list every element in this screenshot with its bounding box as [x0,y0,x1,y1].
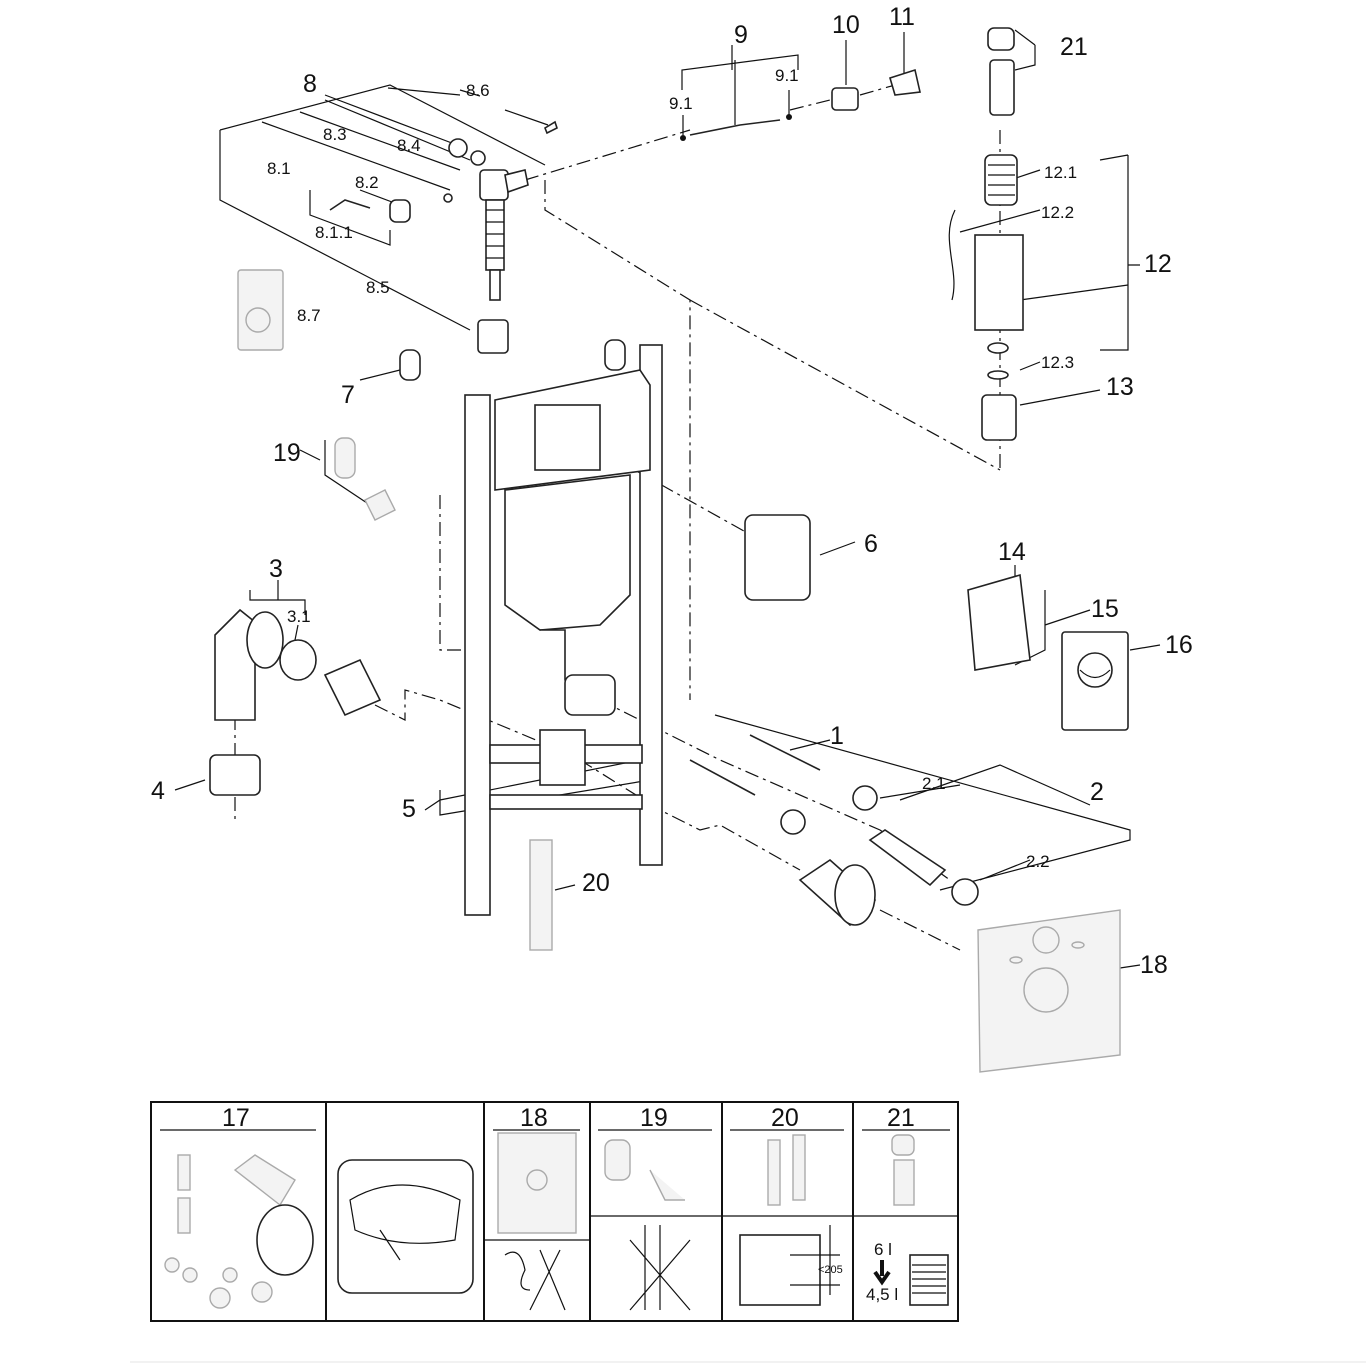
installation-frame [399,339,663,916]
parts-bag-icon [237,269,284,351]
callout-14: 14 [998,538,1026,566]
callout-7: 7 [341,381,355,409]
table-header-20: 20 [771,1104,799,1132]
callout-8-5: 8.5 [366,278,390,297]
callout-12: 12 [1144,250,1172,278]
table-header-21: 21 [887,1104,915,1132]
callout-4: 4 [151,777,165,805]
table-header-17: 17 [222,1104,250,1132]
callout-9-1a: 9.1 [669,94,693,113]
callout-10: 10 [832,11,860,39]
callout-19: 19 [273,439,301,467]
callout-8-6: 8.6 [466,81,490,100]
callout-18: 18 [1140,951,1168,979]
callout-12-2: 12.2 [1041,203,1074,222]
callout-8-1-1: 8.1.1 [315,223,353,242]
callout-9: 9 [734,21,748,49]
callout-15: 15 [1091,595,1119,623]
connection-set [689,734,979,927]
callout-8-4: 8.4 [397,136,421,155]
flush-plate [967,573,1129,731]
flush-valve [948,27,1024,441]
callout-8-3: 8.3 [323,125,347,144]
full-flush-volume: 6 l [874,1240,892,1259]
callout-12-3: 12.3 [1041,353,1074,372]
reduced-flush-volume: 4,5 l [866,1285,898,1304]
callout-12-1: 12.1 [1044,163,1077,182]
protective-cover [744,514,811,601]
callout-13: 13 [1106,373,1134,401]
callout-8: 8 [303,70,317,98]
callout-1: 1 [830,722,844,750]
supply-hose [680,68,921,141]
callout-11: 11 [889,3,915,31]
callout-6: 6 [864,530,878,558]
table-header-18: 18 [520,1104,548,1132]
callout-2: 2 [1090,778,1104,806]
table-header-19: 19 [640,1104,668,1132]
callout-2-1: 2.1 [922,774,946,793]
callout-8-1: 8.1 [267,159,291,178]
callout-3: 3 [269,555,283,583]
callout-5: 5 [402,795,416,823]
callout-8-7: 8.7 [297,306,321,325]
fill-valve-assembly [237,120,558,354]
leader-lines [174,29,1161,969]
callout-labels: 8 8.6 8.3 8.4 8.1 8.2 8.1.1 8.5 8.7 9 9.… [151,3,1193,979]
callout-16: 16 [1165,631,1193,659]
callout-2-2: 2.2 [1026,852,1050,871]
callout-21: 21 [1060,33,1088,61]
callout-3-1: 3.1 [287,607,311,626]
pan-connector-bend [209,608,382,796]
sound-insulation-pad [977,909,1121,1073]
callout-9-1b: 9.1 [775,66,799,85]
callout-8-2: 8.2 [355,173,379,192]
accessory-table: 17 18 19 20 21 <205 6 l 4,5 l [150,1101,959,1322]
wall-bracket-accessory [334,437,553,951]
dimension-205: <205 [818,1264,843,1276]
callout-20: 20 [582,869,610,897]
